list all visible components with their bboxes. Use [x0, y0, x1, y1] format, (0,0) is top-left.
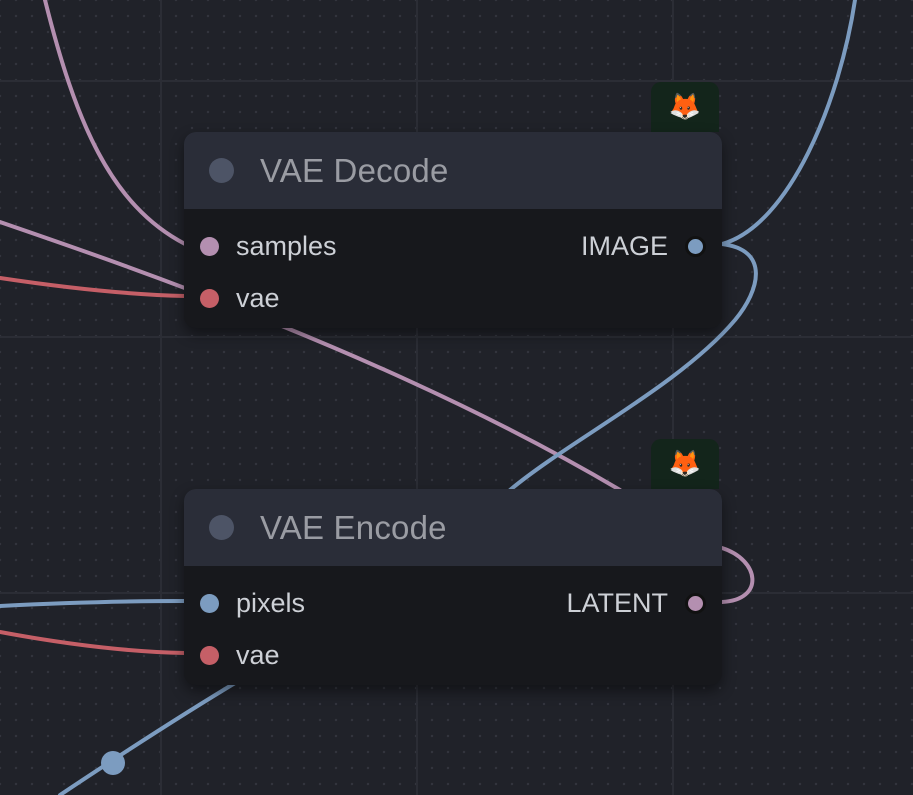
input-slot-samples[interactable]: samples — [200, 231, 337, 262]
output-pin[interactable] — [685, 593, 706, 614]
output-pin[interactable] — [685, 236, 706, 257]
input-slot-pixels[interactable]: pixels — [200, 588, 305, 619]
node-title: VAE Encode — [260, 508, 447, 546]
collapse-toggle[interactable] — [209, 515, 234, 540]
input-pin[interactable] — [200, 237, 219, 256]
slot-label: vae — [236, 640, 280, 670]
wire-image-to-pixels — [508, 242, 758, 492]
input-pin[interactable] — [200, 289, 219, 308]
slot-label: IMAGE — [580, 231, 668, 261]
wire-reroute-out — [58, 678, 242, 795]
node-body: samples vae IMAGE — [184, 209, 722, 328]
slot-label: vae — [236, 283, 280, 313]
collapse-toggle[interactable] — [209, 158, 234, 183]
node-badge-icon: 🦊 — [651, 439, 719, 489]
input-pin[interactable] — [200, 594, 219, 613]
node-body: pixels vae LATENT — [184, 566, 722, 685]
output-slot-image[interactable]: IMAGE — [581, 231, 706, 262]
reroute-dot[interactable] — [101, 751, 125, 775]
input-pin[interactable] — [200, 646, 219, 665]
wire-pixels-input — [0, 599, 187, 608]
wire-latent-to-samples — [43, 0, 187, 246]
wire-image-output — [720, 0, 857, 246]
wire-vae-to-encode — [0, 630, 187, 655]
output-slot-latent[interactable]: LATENT — [566, 588, 706, 619]
node-header[interactable]: VAE Encode — [184, 489, 722, 566]
vae-encode-node[interactable]: VAE Encode pixels vae LATENT — [184, 489, 722, 685]
wire-latent-output-loop — [720, 546, 755, 604]
vae-decode-node[interactable]: VAE Decode samples vae IMAGE — [184, 132, 722, 328]
slot-label: samples — [236, 231, 337, 261]
node-badge-icon: 🦊 — [651, 82, 719, 132]
node-header[interactable]: VAE Decode — [184, 132, 722, 209]
input-slot-vae[interactable]: vae — [200, 283, 280, 314]
slot-label: LATENT — [566, 588, 668, 618]
slot-label: pixels — [236, 588, 306, 618]
wire-vae-to-decode — [0, 276, 187, 298]
node-title: VAE Decode — [260, 151, 449, 189]
input-slot-vae[interactable]: vae — [200, 640, 280, 671]
